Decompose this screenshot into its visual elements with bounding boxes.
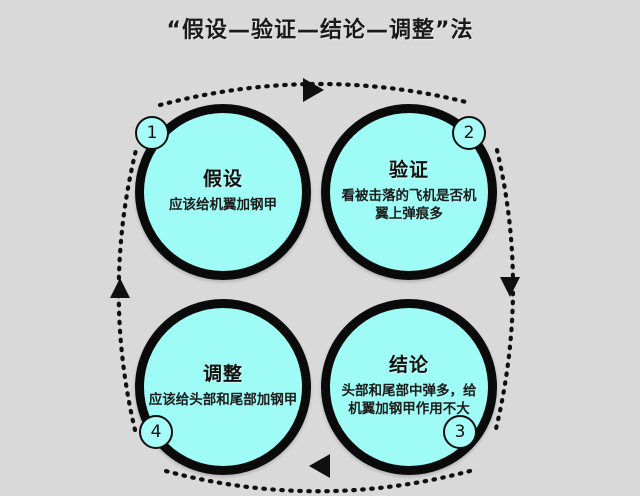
left-arc-line <box>116 147 139 433</box>
cycle-node-3-title: 结论 <box>388 354 429 377</box>
cycle-node-3-body: 头部和尾部中弹多，给机翼加钢甲作用不大 <box>341 383 477 418</box>
bottom-arc-arrowhead <box>309 454 330 478</box>
cycle-node-1-body: 应该给机翼加钢甲 <box>169 197 277 214</box>
step-badge-1: 1 <box>135 116 169 150</box>
step-badge-4: 4 <box>139 415 173 449</box>
bottom-arc-line <box>159 467 473 494</box>
step-badge-3: 3 <box>443 415 477 449</box>
top-arc-line <box>157 81 473 108</box>
cycle-node-1-title: 假设 <box>202 168 243 191</box>
cycle-node-4-body: 应该给头部和尾部加钢甲 <box>148 392 298 409</box>
left-arc-arrowhead <box>110 278 130 298</box>
step-badge-2: 2 <box>452 116 486 150</box>
cycle-node-2-title: 验证 <box>388 159 429 182</box>
cycle-node-4-title: 调整 <box>202 363 243 386</box>
cycle-node-2[interactable]: 验证 看被击落的飞机是否机翼上弹痕多 <box>321 104 497 280</box>
cycle-node-2-body: 看被击落的飞机是否机翼上弹痕多 <box>341 188 477 223</box>
top-arc-arrowhead <box>303 78 324 102</box>
page-title: “假设—验证—结论—调整”法 <box>166 18 474 43</box>
cycle-node-4[interactable]: 调整 应该给头部和尾部加钢甲 <box>135 299 311 475</box>
right-arc-arrowhead <box>500 277 520 297</box>
cycle-node-3[interactable]: 结论 头部和尾部中弹多，给机翼加钢甲作用不大 <box>321 299 497 475</box>
